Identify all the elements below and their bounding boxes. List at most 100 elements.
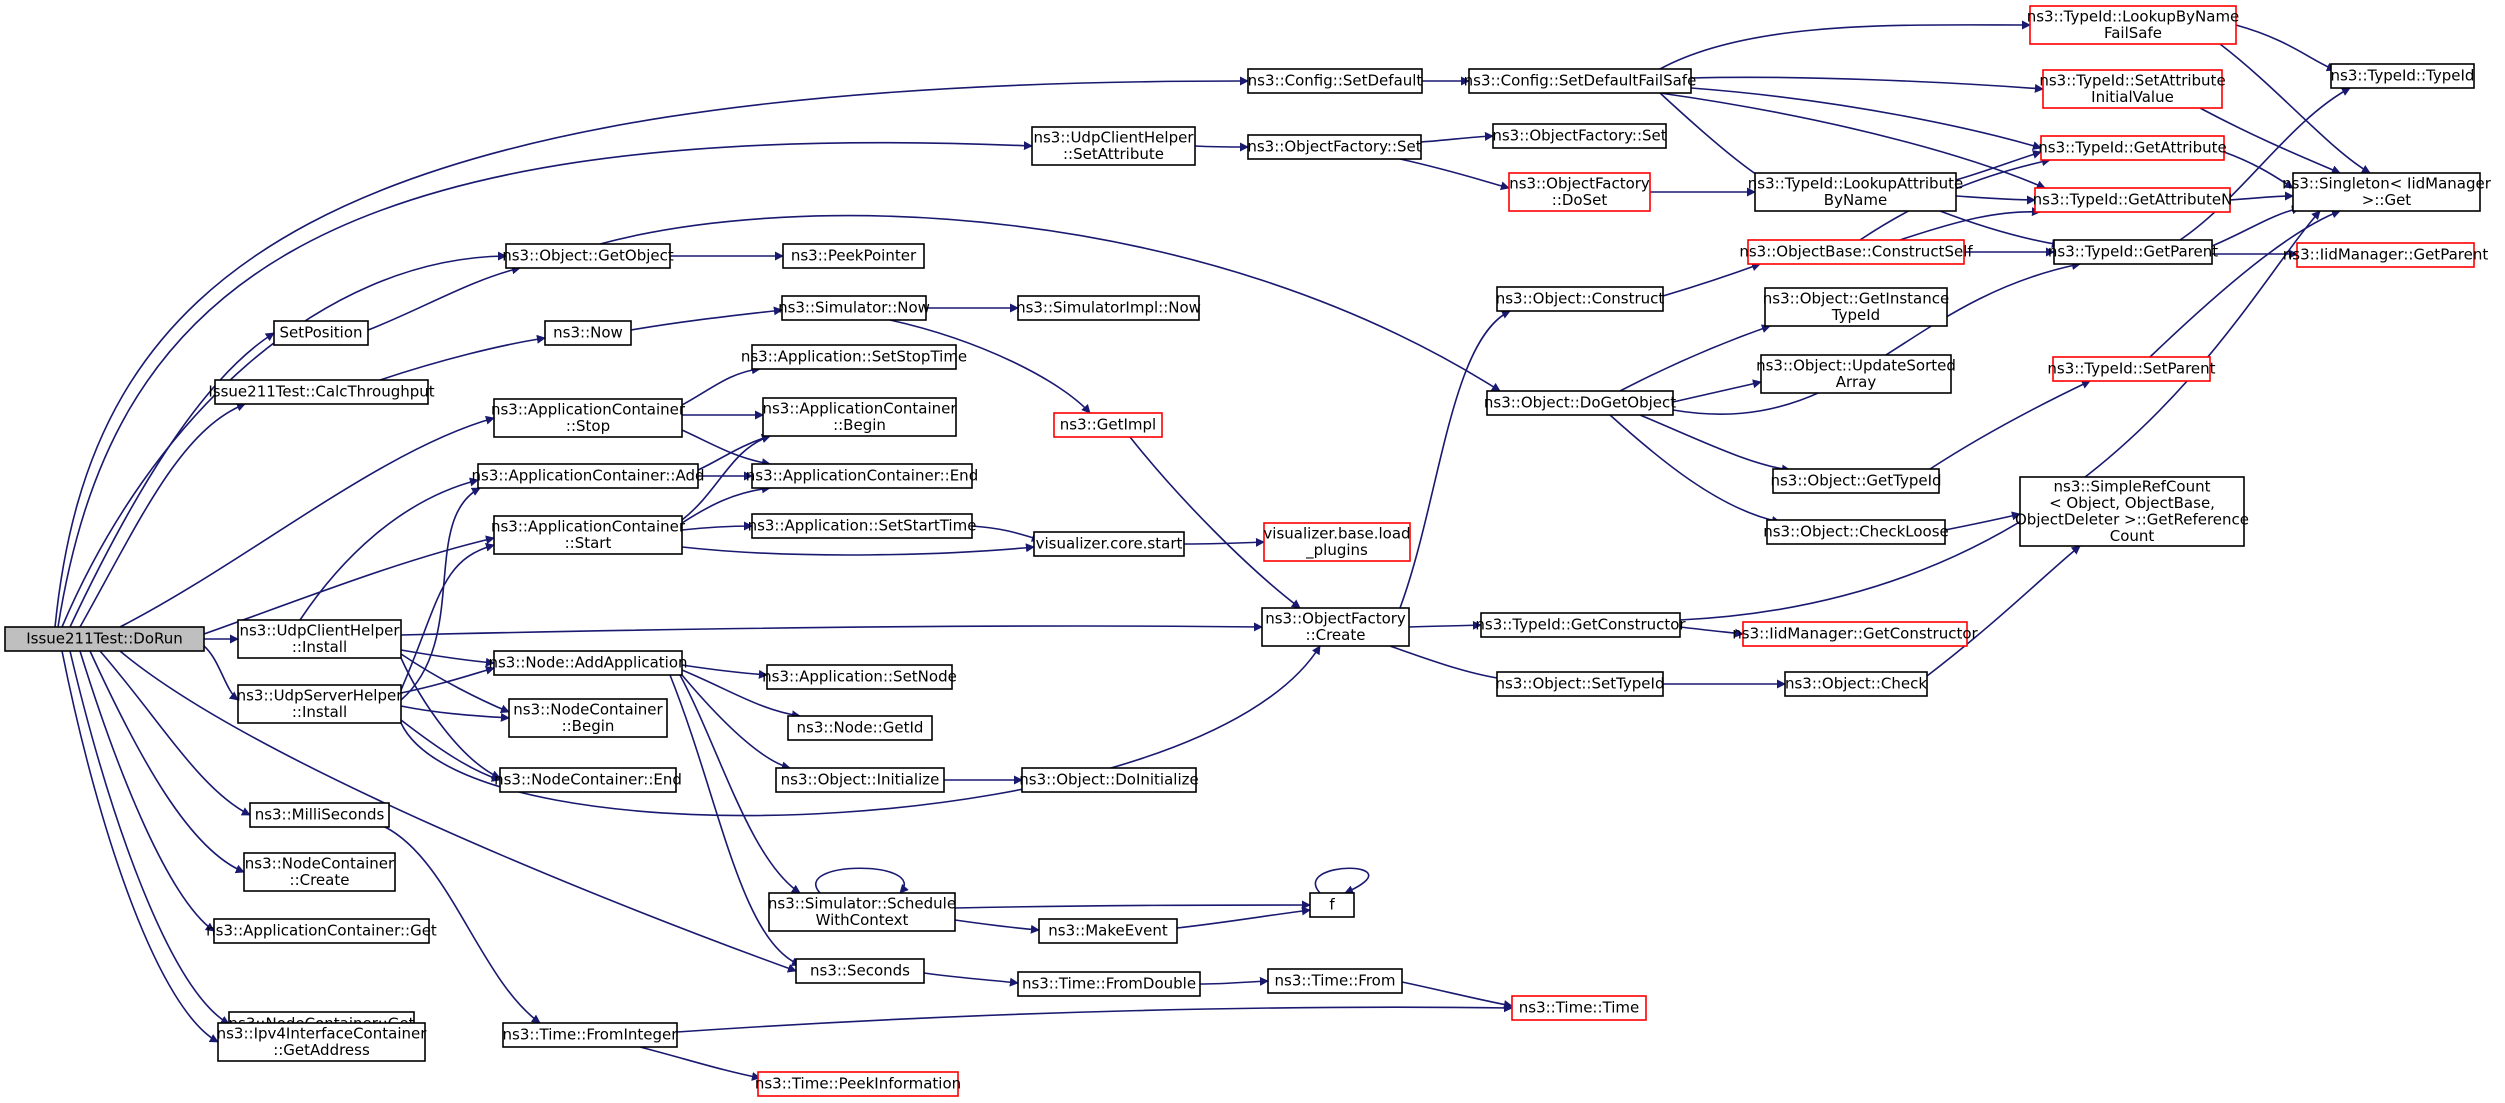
node-getimpl[interactable]: ns3::GetImpl (1053, 412, 1163, 438)
node-box[interactable] (751, 463, 973, 489)
node-box[interactable] (477, 463, 699, 489)
node-udpserverinstall[interactable]: ns3::UdpServerHelper::Install (237, 684, 404, 724)
node-appcontend[interactable]: ns3::ApplicationContainer::End (746, 463, 978, 489)
node-box[interactable] (751, 344, 957, 370)
node-nodecontbegin[interactable]: ns3::NodeContainer::Begin (508, 698, 668, 738)
node-appsetstarttime[interactable]: ns3::Application::SetStartTime (748, 513, 977, 539)
node-timefromdouble[interactable]: ns3::Time::FromDouble (1017, 971, 1201, 997)
node-objfactorycreate[interactable]: ns3::ObjectFactory::Create (1261, 607, 1410, 647)
node-f[interactable]: f (1309, 892, 1355, 918)
node-construct[interactable]: ns3::Object::Construct (1496, 286, 1665, 312)
node-udpclientinstall[interactable]: ns3::UdpClientHelper::Install (237, 619, 402, 659)
node-box[interactable] (1764, 287, 1948, 327)
node-box[interactable] (508, 698, 668, 738)
node-box[interactable] (1508, 172, 1651, 212)
node-nodeaddapp[interactable]: ns3::Node::AddApplication (488, 650, 688, 676)
node-box[interactable] (762, 397, 957, 437)
node-appcontget[interactable]: ns3::ApplicationContainer::Get (206, 918, 437, 944)
node-box[interactable] (493, 650, 683, 676)
node-objdoinitialize[interactable]: ns3::Object::DoInitialize (1019, 767, 1199, 793)
node-timetime[interactable]: ns3::Time::Time (1511, 995, 1647, 1021)
node-getattribute[interactable]: ns3::TypeId::GetAttribute (2038, 135, 2227, 161)
node-appcontstart[interactable]: ns3::ApplicationContainer::Start (491, 515, 686, 555)
node-box[interactable] (2034, 187, 2231, 213)
node-box[interactable] (249, 802, 390, 828)
node-objinitialize[interactable]: ns3::Object::Initialize (775, 767, 945, 793)
node-objgettypeid[interactable]: ns3::Object::GetTypeId (1770, 468, 1942, 494)
node-box[interactable] (1742, 621, 1968, 647)
node-box[interactable] (1033, 531, 1185, 557)
node-box[interactable] (4, 626, 205, 652)
node-box[interactable] (2052, 356, 2211, 382)
node-simimplnow[interactable]: ns3::SimulatorImpl::Now (1016, 295, 1201, 321)
node-box[interactable] (1017, 971, 1201, 997)
node-timefrominteger[interactable]: ns3::Time::FromInteger (502, 1022, 679, 1048)
node-box[interactable] (2019, 476, 2245, 547)
node-calcthroughput[interactable]: Issue211Test::CalcThroughput (208, 379, 435, 405)
node-now[interactable]: ns3::Now (544, 320, 632, 346)
node-typeid[interactable]: ns3::TypeId::TypeId (2330, 63, 2475, 89)
node-nodecontcreate[interactable]: ns3::NodeContainer::Create (243, 852, 396, 892)
node-iidgetparent[interactable]: ns3::IidManager::GetParent (2283, 242, 2489, 268)
node-appcontadd[interactable]: ns3::ApplicationContainer::Add (472, 463, 705, 489)
node-box[interactable] (1309, 892, 1355, 918)
node-box[interactable] (782, 243, 925, 269)
node-checkloose[interactable]: ns3::Object::CheckLoose (1763, 519, 1949, 545)
node-nodegetid[interactable]: ns3::Node::GetId (787, 715, 933, 741)
node-box[interactable] (1468, 68, 1692, 94)
node-box[interactable] (1031, 126, 1196, 166)
node-objfactoryset2[interactable]: ns3::ObjectFactory::Set (1492, 123, 1667, 149)
node-box[interactable] (505, 243, 671, 269)
node-objfactoryset[interactable]: ns3::ObjectFactory::Set (1247, 134, 1422, 160)
node-getobject[interactable]: ns3::Object::GetObject (502, 243, 674, 269)
node-box[interactable] (214, 379, 429, 405)
node-box[interactable] (1760, 354, 1952, 394)
node-getparent[interactable]: ns3::TypeId::GetParent (2048, 239, 2218, 265)
node-timefrom[interactable]: ns3::Time::From (1267, 968, 1403, 994)
node-seconds[interactable]: ns3::Seconds (795, 958, 925, 984)
node-objcheck[interactable]: ns3::Object::Check (1784, 671, 1928, 697)
node-objfactorydoset[interactable]: ns3::ObjectFactory::DoSet (1508, 172, 1651, 212)
node-box[interactable] (2296, 242, 2475, 268)
node-getattributen[interactable]: ns3::TypeId::GetAttributeN (2033, 187, 2233, 213)
node-makeevent[interactable]: ns3::MakeEvent (1038, 918, 1178, 944)
node-getconstructor[interactable]: ns3::TypeId::GetConstructor (1475, 612, 1686, 638)
node-vizstart[interactable]: visualizer.core.start (1033, 531, 1185, 557)
node-box[interactable] (499, 767, 677, 793)
node-box[interactable] (1480, 612, 1681, 638)
node-udpclientsetattr[interactable]: ns3::UdpClientHelper::SetAttribute (1031, 126, 1196, 166)
node-box[interactable] (1772, 468, 1940, 494)
node-box[interactable] (766, 664, 953, 690)
node-appsetnode[interactable]: ns3::Application::SetNode (762, 664, 957, 690)
node-ipv4getaddress[interactable]: ns3::Ipv4InterfaceContainer::GetAddress (217, 1022, 428, 1062)
node-box[interactable] (493, 398, 683, 438)
node-box[interactable] (795, 958, 925, 984)
node-box[interactable] (2029, 5, 2237, 45)
node-root[interactable]: Issue211Test::DoRun (4, 626, 205, 652)
node-box[interactable] (2040, 135, 2225, 161)
node-box[interactable] (768, 892, 956, 932)
node-box[interactable] (1038, 918, 1178, 944)
node-box[interactable] (1766, 519, 1946, 545)
node-box[interactable] (781, 295, 927, 321)
node-box[interactable] (213, 918, 430, 944)
node-box[interactable] (1053, 412, 1163, 438)
node-box[interactable] (1511, 995, 1647, 1021)
node-box[interactable] (1754, 172, 1957, 212)
node-vizload[interactable]: visualizer.base.load_plugins (1263, 522, 1411, 562)
node-setdefault[interactable]: ns3::Config::SetDefault (1247, 68, 1423, 94)
node-box[interactable] (2330, 63, 2475, 89)
node-constructself[interactable]: ns3::ObjectBase::ConstructSelf (1739, 239, 1973, 265)
node-settypeparent[interactable]: ns3::TypeId::SetParent (2047, 356, 2216, 382)
node-iidgetconstructor[interactable]: ns3::IidManager::GetConstructor (1732, 621, 1979, 647)
node-box[interactable] (1021, 767, 1197, 793)
node-milliseconds[interactable]: ns3::MilliSeconds (249, 802, 390, 828)
node-box[interactable] (237, 619, 402, 659)
node-box[interactable] (243, 852, 396, 892)
node-singletonget[interactable]: ns3::Singleton< IidManager >::Get (2282, 172, 2492, 212)
